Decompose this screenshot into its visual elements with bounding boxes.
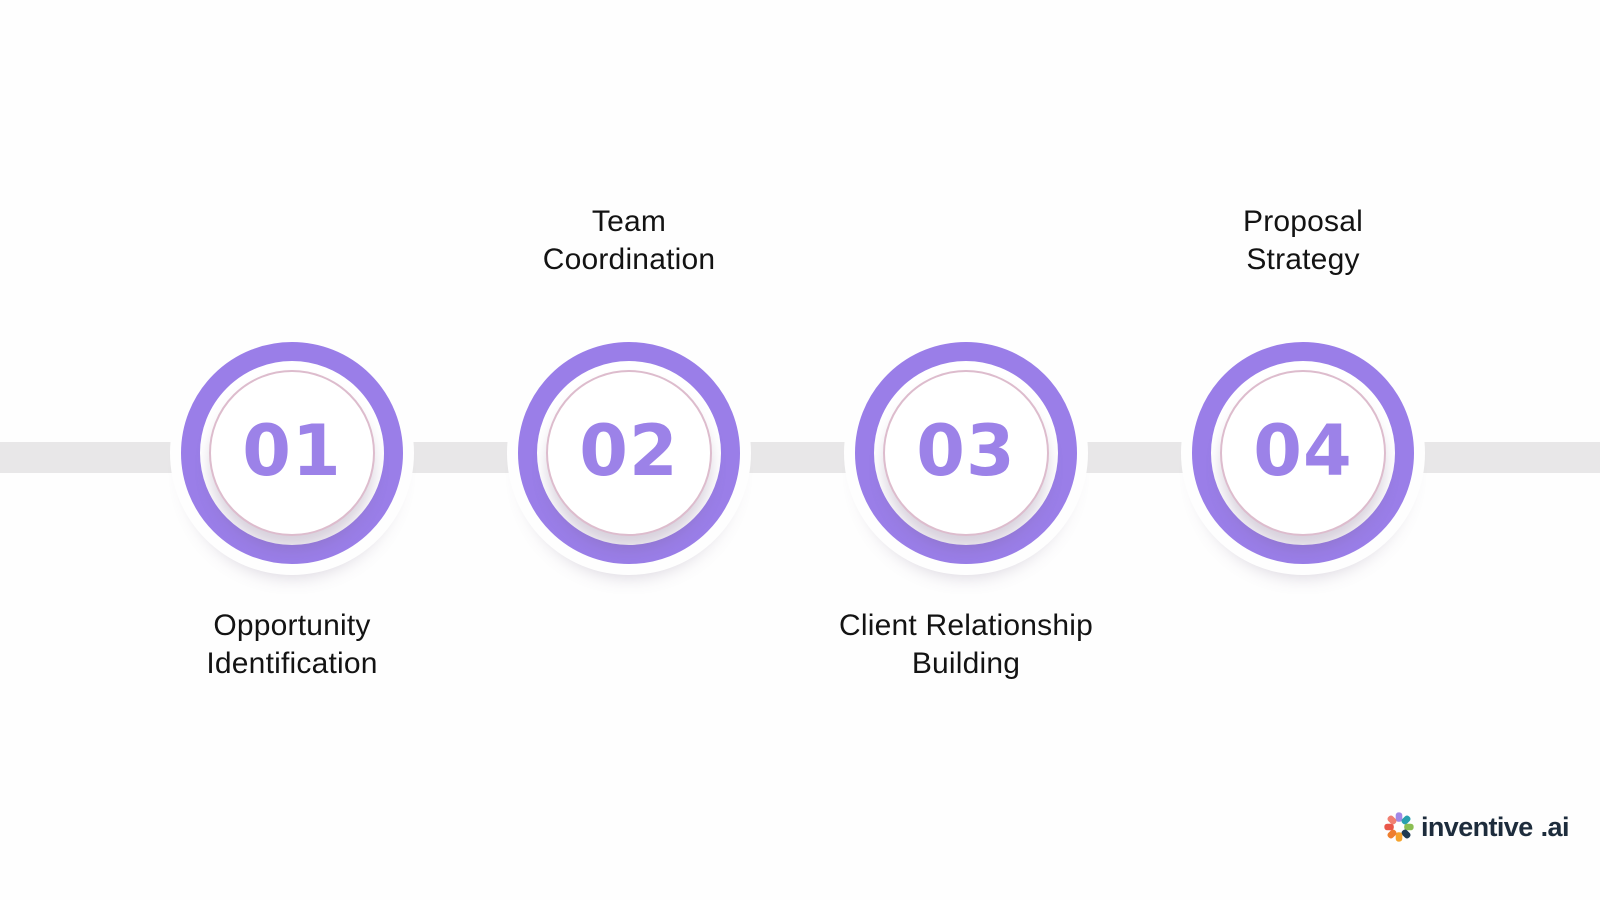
step-number-4: 04 — [1253, 410, 1353, 492]
inventive-ai-logo: inventive .ai — [1382, 810, 1569, 844]
step-number-1: 01 — [242, 410, 342, 492]
step-label-opportunity-identification: Opportunity Identification — [206, 609, 378, 680]
step-circle-2-inner: 02 — [546, 370, 712, 536]
step-circle-1: 01 — [181, 342, 403, 564]
step-number-3: 03 — [916, 410, 1016, 492]
step-circle-2: 02 — [518, 342, 740, 564]
logo-wordmark: inventive — [1421, 811, 1533, 842]
step-circle-4-inner: 04 — [1220, 370, 1386, 536]
step-circle-3-inner: 03 — [883, 370, 1049, 536]
step-circle-3: 03 — [855, 342, 1077, 564]
step-number-2: 02 — [579, 410, 679, 492]
step-label-proposal-strategy: Proposal Strategy — [1242, 205, 1363, 276]
logo-suffix: .ai — [1540, 811, 1570, 842]
step-label-client-relationship-building: Client Relationship Building — [839, 609, 1093, 680]
step-circle-4: 04 — [1192, 342, 1414, 564]
pinwheel-asterisk-icon — [1384, 812, 1414, 842]
step-label-team-coordination: Team Coordination — [542, 205, 716, 276]
step-circle-1-inner: 01 — [209, 370, 375, 536]
